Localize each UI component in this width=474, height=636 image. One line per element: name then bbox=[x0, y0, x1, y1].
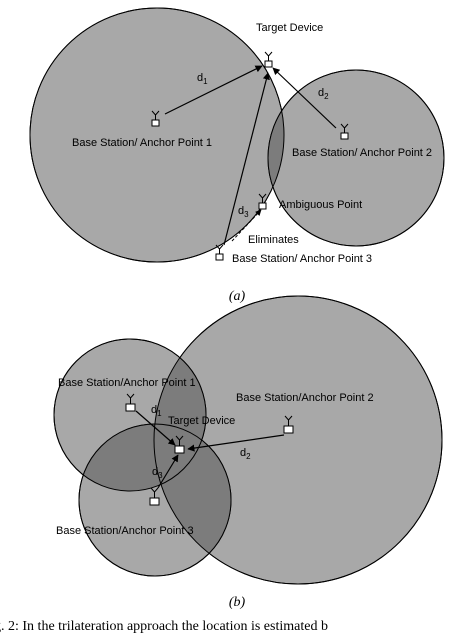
diagram-a: Target Device Base Station/ Anchor Point… bbox=[29, 7, 445, 304]
arrow-b-d2 bbox=[187, 434, 285, 452]
diagram-b: Base Station/Anchor Point 1 Base Station… bbox=[53, 295, 443, 610]
ambiguous-point-icon bbox=[258, 193, 267, 210]
arrow-a-d1 bbox=[164, 65, 263, 115]
arrow-a-d2 bbox=[272, 67, 337, 129]
target-device-b-icon bbox=[174, 435, 185, 454]
distance-b-d2: d2 bbox=[240, 447, 251, 461]
circle-a-1 bbox=[29, 7, 285, 263]
ambiguous-point-label: Ambiguous Point bbox=[279, 199, 362, 211]
base-station-a-2-icon bbox=[340, 123, 349, 140]
eliminates-label: Eliminates bbox=[248, 234, 299, 246]
base-station-b-3-icon bbox=[149, 487, 160, 506]
arrow-b-d1 bbox=[135, 410, 176, 446]
distance-b-d1: d1 bbox=[151, 404, 162, 418]
target-device-b-label: Target Device bbox=[168, 415, 235, 427]
target-device-a-icon bbox=[264, 51, 273, 68]
arrow-a-eliminates bbox=[231, 209, 262, 242]
base-station-a-3-icon bbox=[215, 244, 224, 261]
base-station-b-2-label: Base Station/Anchor Point 2 bbox=[236, 392, 374, 404]
figure-caption: g. 2: In the trilateration approach the … bbox=[0, 619, 328, 634]
base-station-b-3-label: Base Station/Anchor Point 3 bbox=[56, 525, 194, 537]
base-station-b-1-icon bbox=[125, 393, 136, 412]
base-station-a-3-label: Base Station/ Anchor Point 3 bbox=[232, 253, 372, 265]
base-station-b-2-icon bbox=[283, 415, 294, 434]
target-device-a-label: Target Device bbox=[256, 22, 323, 34]
distance-a-d2: d2 bbox=[318, 87, 329, 101]
caption-b: (b) bbox=[229, 595, 246, 610]
arrow-b-d3 bbox=[157, 454, 179, 489]
base-station-a-1-label: Base Station/ Anchor Point 1 bbox=[72, 137, 212, 149]
base-station-a-2-label: Base Station/ Anchor Point 2 bbox=[292, 147, 432, 159]
arrow-a-d3 bbox=[223, 72, 270, 246]
base-station-a-1-icon bbox=[151, 110, 160, 127]
base-station-b-1-label: Base Station/Anchor Point 1 bbox=[58, 377, 196, 389]
distance-a-d3: d3 bbox=[238, 205, 249, 219]
distance-b-d3: d3 bbox=[152, 466, 163, 480]
caption-a: (a) bbox=[229, 289, 246, 304]
distance-a-d1: d1 bbox=[197, 72, 208, 86]
